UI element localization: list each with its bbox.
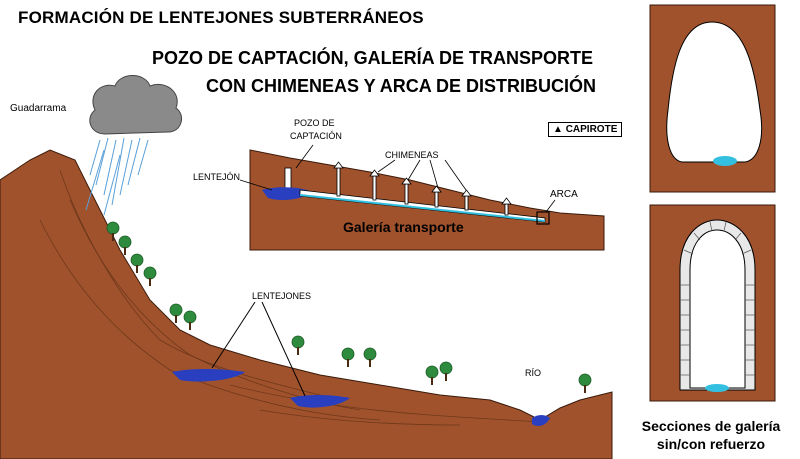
label-chimeneas: CHIMENEAS <box>385 150 439 160</box>
diagram-title: FORMACIÓN DE LENTEJONES SUBTERRÁNEOS <box>18 8 424 28</box>
label-galeria: Galería transporte <box>343 219 464 235</box>
label-pozo-line1: POZO DE <box>294 118 335 128</box>
tree-icon <box>292 336 304 355</box>
label-capirote-text: CAPIROTE <box>566 124 618 135</box>
tree-icon <box>131 254 143 273</box>
tree-icon <box>364 348 376 367</box>
diagram-subtitle-line2: CON CHIMENEAS Y ARCA DE DISTRIBUCIÓN <box>206 76 596 97</box>
label-arca: ARCA <box>550 189 578 200</box>
tree-icon <box>440 362 452 381</box>
label-pozo-line2: CAPTACIÓN <box>290 131 342 141</box>
section-2-masonry <box>680 220 755 390</box>
label-lentejones: LENTEJONES <box>252 291 311 301</box>
caption-line2: sin/con refuerzo <box>626 436 796 452</box>
capirote-icon: ▲ <box>553 124 563 135</box>
caption-line1: Secciones de galería <box>626 418 796 434</box>
diagram-subtitle-line1: POZO DE CAPTACIÓN, GALERÍA DE TRANSPORTE <box>152 48 593 69</box>
tree-icon <box>579 374 591 393</box>
tree-icon <box>184 311 196 330</box>
cloud-icon <box>90 76 182 135</box>
tree-icon <box>144 267 156 286</box>
tree-icon <box>170 304 182 323</box>
label-guadarrama: Guadarrama <box>10 103 66 114</box>
section-2-water <box>705 384 729 392</box>
label-capirote: ▲ CAPIROTE <box>548 122 622 137</box>
label-rio: RÍO <box>525 368 541 378</box>
section-1-water <box>713 156 737 166</box>
tree-icon <box>426 366 438 385</box>
label-lentejon: LENTEJÓN <box>193 172 240 182</box>
tree-icon <box>342 348 354 367</box>
arca-pointer <box>546 200 555 212</box>
pozo-shaft <box>285 168 291 188</box>
galeria-terrain <box>250 150 604 250</box>
